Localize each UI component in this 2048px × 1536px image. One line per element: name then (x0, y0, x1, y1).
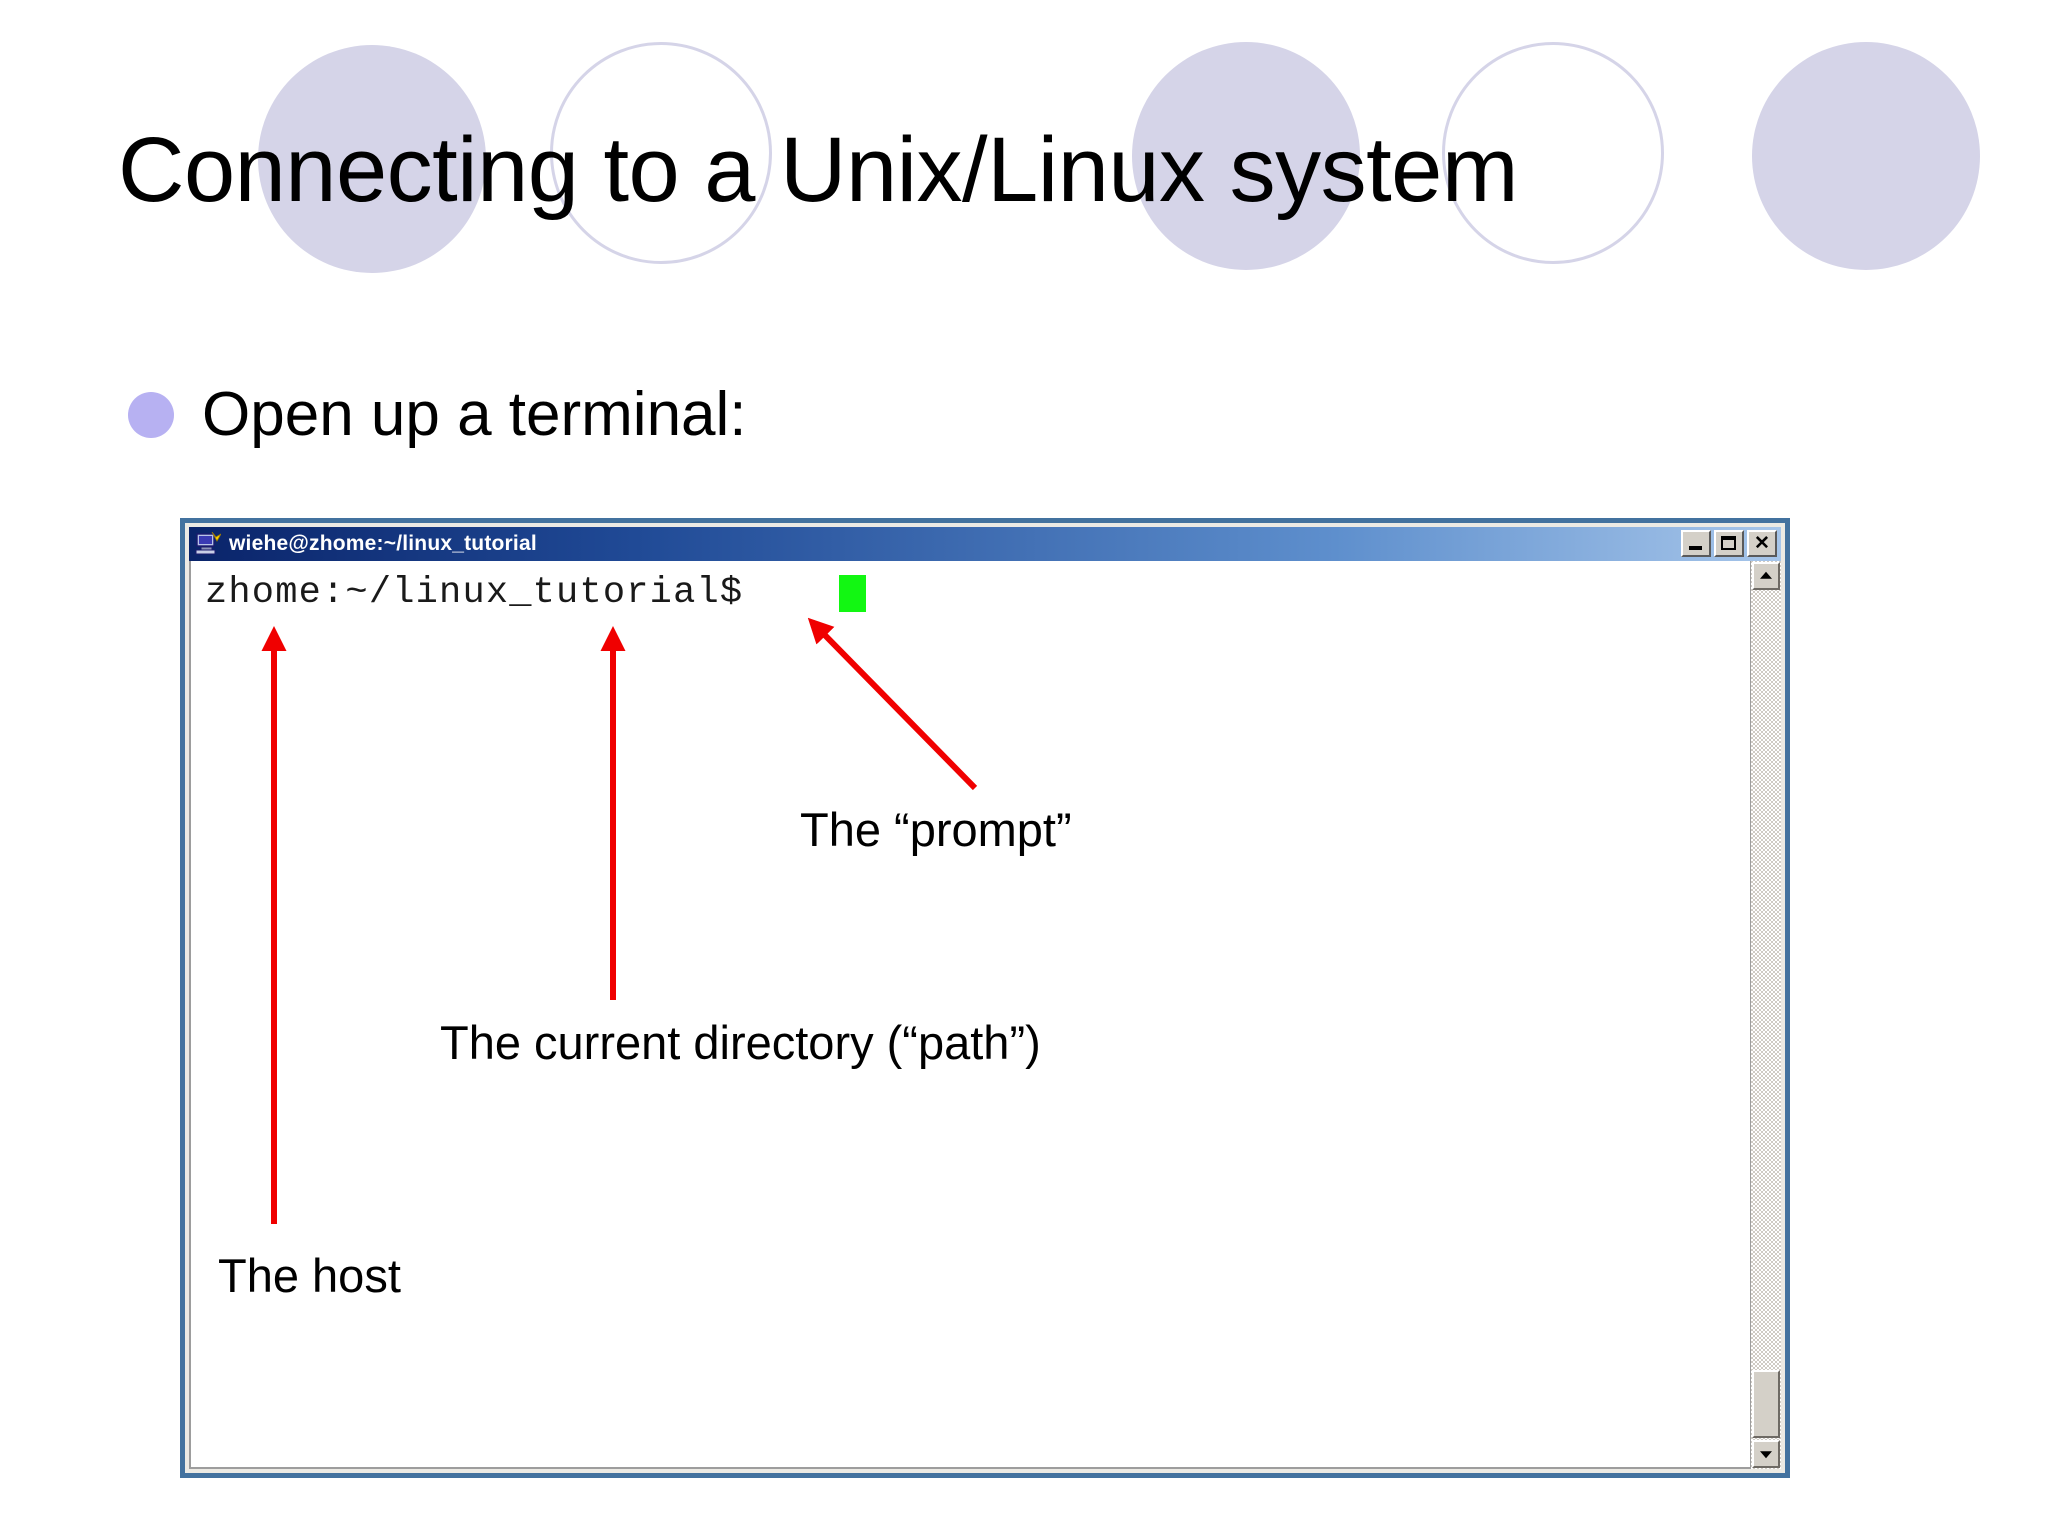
terminal-window[interactable]: wiehe@zhome:~/linux_tutorial ✕ zhome:~/l… (180, 518, 1790, 1478)
maximize-button[interactable] (1714, 530, 1744, 557)
bullet-dot-icon (128, 392, 174, 438)
terminal-title: wiehe@zhome:~/linux_tutorial (229, 532, 537, 555)
close-icon: ✕ (1754, 533, 1770, 554)
scroll-up-arrow-icon (1760, 571, 1772, 579)
minimize-button[interactable] (1681, 530, 1711, 557)
minimize-icon (1689, 546, 1702, 550)
scroll-down-button[interactable] (1752, 1440, 1780, 1468)
computer-terminal-icon (195, 531, 223, 556)
title-bar[interactable]: wiehe@zhome:~/linux_tutorial ✕ (189, 527, 1781, 561)
close-button[interactable]: ✕ (1747, 530, 1777, 557)
block-cursor-icon (839, 575, 866, 612)
maximize-icon (1721, 536, 1736, 550)
scroll-down-arrow-icon (1760, 1451, 1772, 1459)
page-title: Connecting to a Unix/Linux system (118, 119, 1518, 221)
shell-prompt: zhome:~/linux_tutorial$ (205, 572, 744, 614)
window-controls: ✕ (1681, 530, 1777, 557)
bullet-item: Open up a terminal: (128, 380, 747, 450)
bullet-label: Open up a terminal: (202, 380, 747, 449)
vertical-scrollbar[interactable] (1750, 561, 1781, 1469)
scroll-up-button[interactable] (1752, 562, 1780, 590)
scroll-thumb[interactable] (1752, 1370, 1780, 1438)
terminal-screen[interactable]: zhome:~/linux_tutorial$ (189, 561, 1781, 1469)
terminal-window-inner: wiehe@zhome:~/linux_tutorial ✕ zhome:~/l… (189, 527, 1781, 1469)
